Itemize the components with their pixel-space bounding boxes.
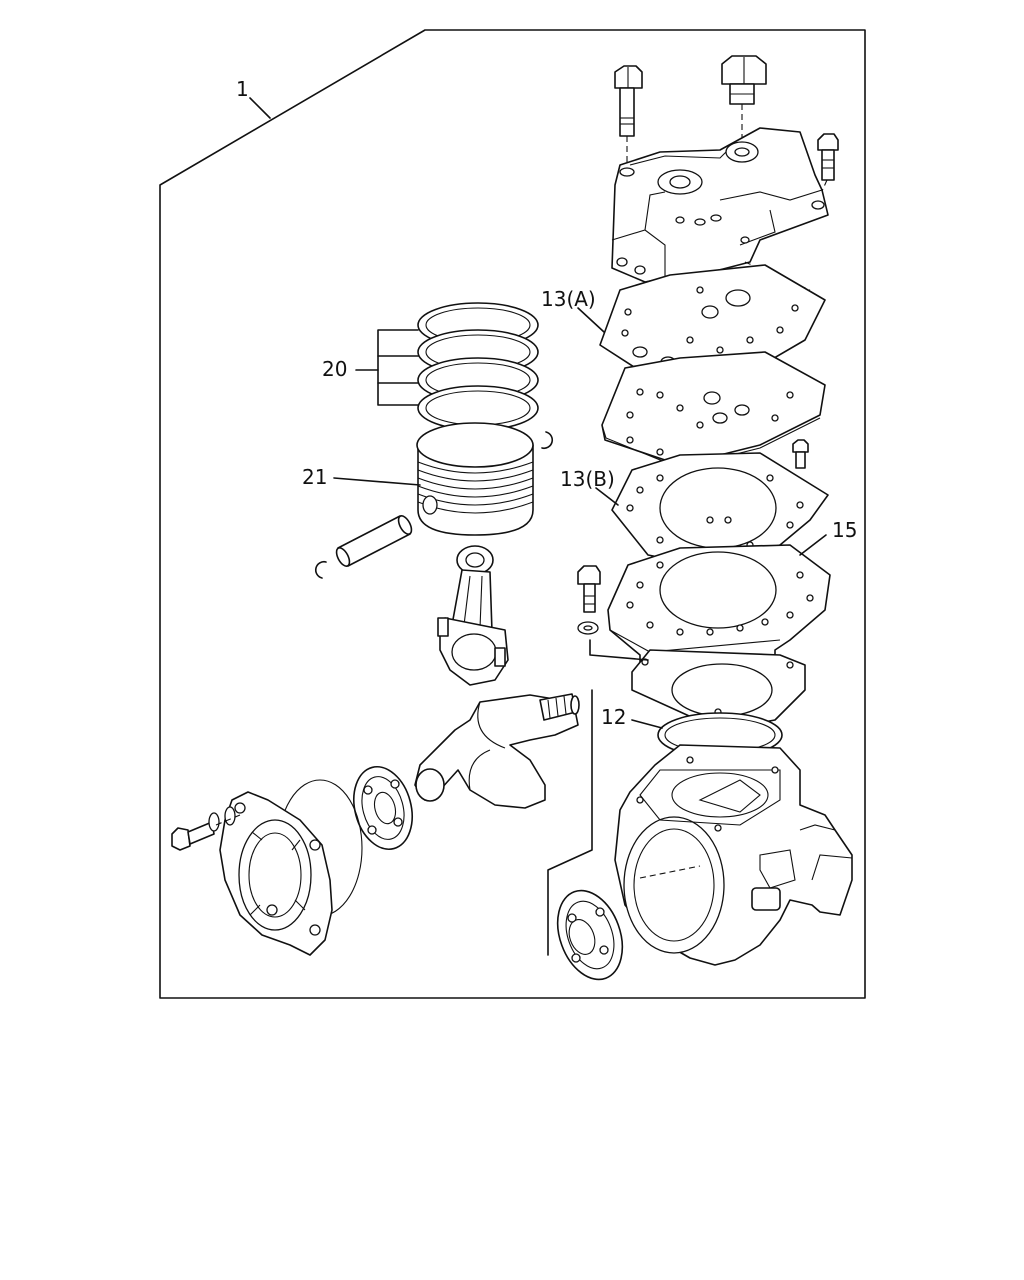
callout-1-leader [249,97,271,119]
crankcase [614,744,853,966]
bolt-top-right [817,133,839,201]
callout-13a-leader [577,307,605,333]
leader-bolt-block [589,639,649,661]
snap-ring-left [314,560,327,579]
piston-pin [335,515,413,567]
callout-21: 21 [302,465,327,489]
bolt-top-left [614,65,643,170]
cylinder-flange [631,649,806,731]
callout-15: 15 [832,518,857,542]
callout-20: 20 [322,357,347,381]
snap-ring-right [541,431,554,450]
callout-20-bracket [355,329,419,406]
bolt-top-center [721,55,767,150]
callout-13b: 13(B) [560,467,615,491]
washer-block-left [577,621,599,635]
piston-rings-20 [417,302,539,431]
callout-21-leader [333,477,421,486]
callout-15-leader [799,534,827,556]
valve-plate [601,351,826,469]
callout-12-leader [631,719,663,729]
leader-front-bolt [215,814,241,826]
crankshaft [414,693,580,809]
bolt-side-valve [792,439,809,469]
leader-crank-bearing [547,689,593,956]
piston-21 [416,422,534,536]
cylinder-head [611,127,829,291]
bearing-lower [556,889,624,981]
callout-1: 1 [236,77,249,101]
kit-frame [159,29,866,999]
callout-12: 12 [601,705,626,729]
bolt-block-left [577,565,601,613]
callout-13a: 13(A) [541,287,596,311]
front-cover [219,791,333,956]
connecting-rod [437,545,509,686]
bearing-front [353,765,413,851]
bolt-front-cover [171,821,215,851]
callout-13b-leader [595,487,619,506]
